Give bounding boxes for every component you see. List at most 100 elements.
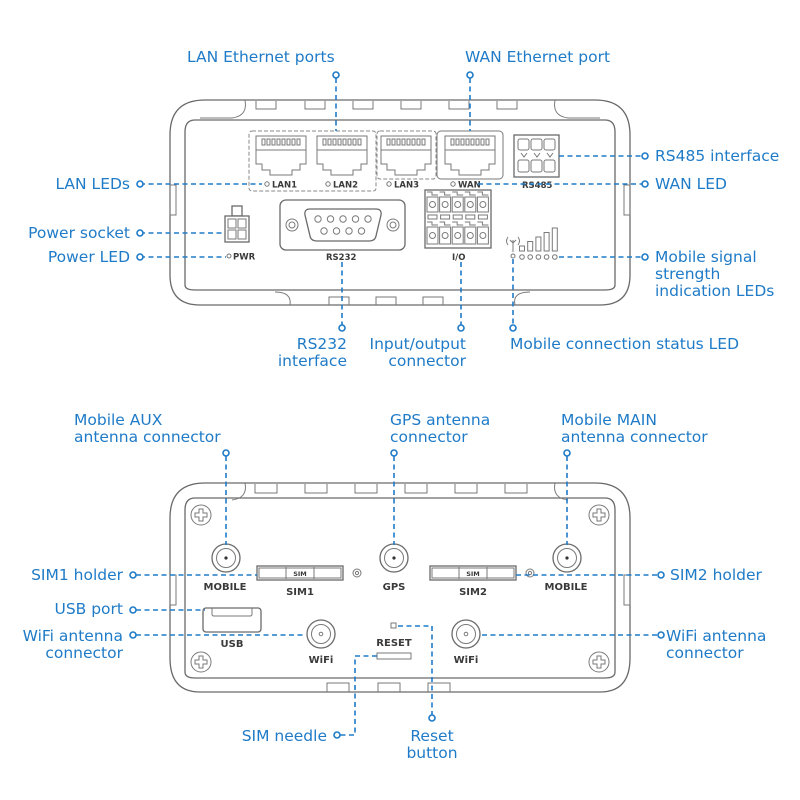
io-terminal-top xyxy=(451,196,464,213)
db9-pin xyxy=(320,227,328,235)
sim2-tray-label: SIM xyxy=(466,570,480,578)
screw-cross xyxy=(194,655,208,669)
mobile-aux-label: MOBILE xyxy=(204,582,247,593)
lan3-label: LAN3 xyxy=(394,181,419,191)
screw xyxy=(190,504,212,526)
wan-port-frame xyxy=(436,130,504,180)
lan2-port[interactable] xyxy=(316,135,368,176)
signal-bar xyxy=(519,245,525,252)
back-bumper-tl xyxy=(231,482,246,501)
callout-power-led: Power LED xyxy=(48,248,130,266)
callout-lan-leds: LAN LEDs xyxy=(55,175,130,193)
screw xyxy=(190,651,212,673)
callout-power-socket: Power socket xyxy=(28,224,130,242)
mobile-status-led xyxy=(510,253,516,259)
mobile-main-connector[interactable] xyxy=(552,543,582,573)
db9-pin xyxy=(326,215,335,223)
usb-port[interactable] xyxy=(202,607,262,633)
top-vents xyxy=(255,101,518,110)
db9-pin xyxy=(314,215,322,223)
lan3-port[interactable] xyxy=(380,135,432,176)
wan-port[interactable] xyxy=(444,135,496,176)
rs232-connector[interactable] xyxy=(279,199,406,251)
reset-button[interactable] xyxy=(390,622,397,629)
io-terminal-top xyxy=(426,196,439,213)
signal-led xyxy=(552,254,558,260)
io-terminal-bottom xyxy=(464,226,477,245)
rj45-pin xyxy=(485,138,490,146)
wifi-right-connector[interactable] xyxy=(451,619,481,649)
io-terminal-latch xyxy=(427,221,438,226)
io-connector[interactable] xyxy=(424,189,492,249)
mobile-main-label: MOBILE xyxy=(545,582,588,593)
io-terminal-screw xyxy=(454,201,462,208)
sim2-holder[interactable]: SIM xyxy=(429,565,517,581)
sim1-led-ring xyxy=(352,568,362,578)
wifi-left-connector[interactable] xyxy=(306,619,336,649)
wifi-right-label: WiFi xyxy=(454,655,479,666)
mobile-aux-connector[interactable] xyxy=(211,543,241,573)
antenna-inner-ring xyxy=(456,624,476,644)
lan1-port[interactable] xyxy=(255,135,307,176)
sim-needle[interactable] xyxy=(376,652,412,660)
rj45-pin xyxy=(347,138,352,146)
lan3-led xyxy=(386,181,392,187)
rj45-pin xyxy=(465,138,470,146)
io-terminal-mid xyxy=(427,214,438,220)
callout-gps-1: GPS antenna xyxy=(390,411,490,429)
rj45-pin xyxy=(266,138,271,146)
rj45-pin xyxy=(261,138,266,146)
antenna-center-pin xyxy=(318,631,324,637)
back-inner-face xyxy=(184,497,616,679)
lan2-label: LAN2 xyxy=(333,181,358,191)
db9-pin xyxy=(345,227,353,235)
callout-wifi-right-1: WiFi antenna xyxy=(666,627,766,645)
io-terminal-screw xyxy=(429,201,436,208)
rj45-pin xyxy=(327,138,332,146)
screw xyxy=(588,504,610,526)
gps-connector[interactable] xyxy=(379,543,409,573)
callout-lan-ports: LAN Ethernet ports xyxy=(187,48,335,66)
sim1-holder[interactable]: SIM xyxy=(256,565,344,581)
front-leaders xyxy=(136,71,649,332)
callout-sim-needle: SIM needle xyxy=(242,727,327,745)
power-socket[interactable] xyxy=(224,205,250,243)
rj45-pin xyxy=(286,138,291,146)
io-terminal-latch xyxy=(477,191,489,196)
callout-mobile-main-2: antenna connector xyxy=(561,428,708,446)
rj45-jack-outline xyxy=(380,135,432,176)
db9-pin xyxy=(364,215,372,223)
rj45-jack-outline xyxy=(444,135,496,176)
io-terminal-bottom xyxy=(451,226,464,245)
back-leaders xyxy=(129,449,665,739)
screw-cross xyxy=(194,508,208,522)
rj45-pin xyxy=(450,138,455,146)
lan1-led xyxy=(264,181,270,187)
signal-bar xyxy=(535,236,542,252)
back-bumper-tr xyxy=(554,482,569,501)
antenna-inner-ring xyxy=(557,548,577,568)
callout-wifi-right-2: connector xyxy=(666,644,744,662)
rj45-pin xyxy=(271,138,276,146)
rj45-pin xyxy=(480,138,485,146)
sim1-label: SIM1 xyxy=(286,587,314,598)
signal-bar xyxy=(543,232,550,252)
wan-led xyxy=(450,181,456,187)
io-terminal-top xyxy=(476,196,489,213)
back-panel: MOBILE GPS MOBILE WiFi WiFi SIM SIM1 SIM… xyxy=(169,482,631,693)
callout-io-2: connector xyxy=(388,352,466,370)
io-terminal-screw xyxy=(454,232,462,239)
back-side-tab-left xyxy=(169,574,177,606)
db9-pin xyxy=(339,215,347,223)
callout-io-1: Input/output xyxy=(370,335,466,353)
antenna-center-pin xyxy=(565,556,569,560)
rs485-connector[interactable] xyxy=(513,134,560,178)
sim2-led-ring xyxy=(525,568,535,578)
antenna-inner-ring xyxy=(311,624,331,644)
io-terminal-bottom xyxy=(476,226,489,245)
gps-label: GPS xyxy=(383,582,406,593)
io-terminal-mid xyxy=(465,214,476,220)
callout-mobile-main-1: Mobile MAIN xyxy=(561,411,657,429)
callout-sim2: SIM2 holder xyxy=(670,566,763,584)
